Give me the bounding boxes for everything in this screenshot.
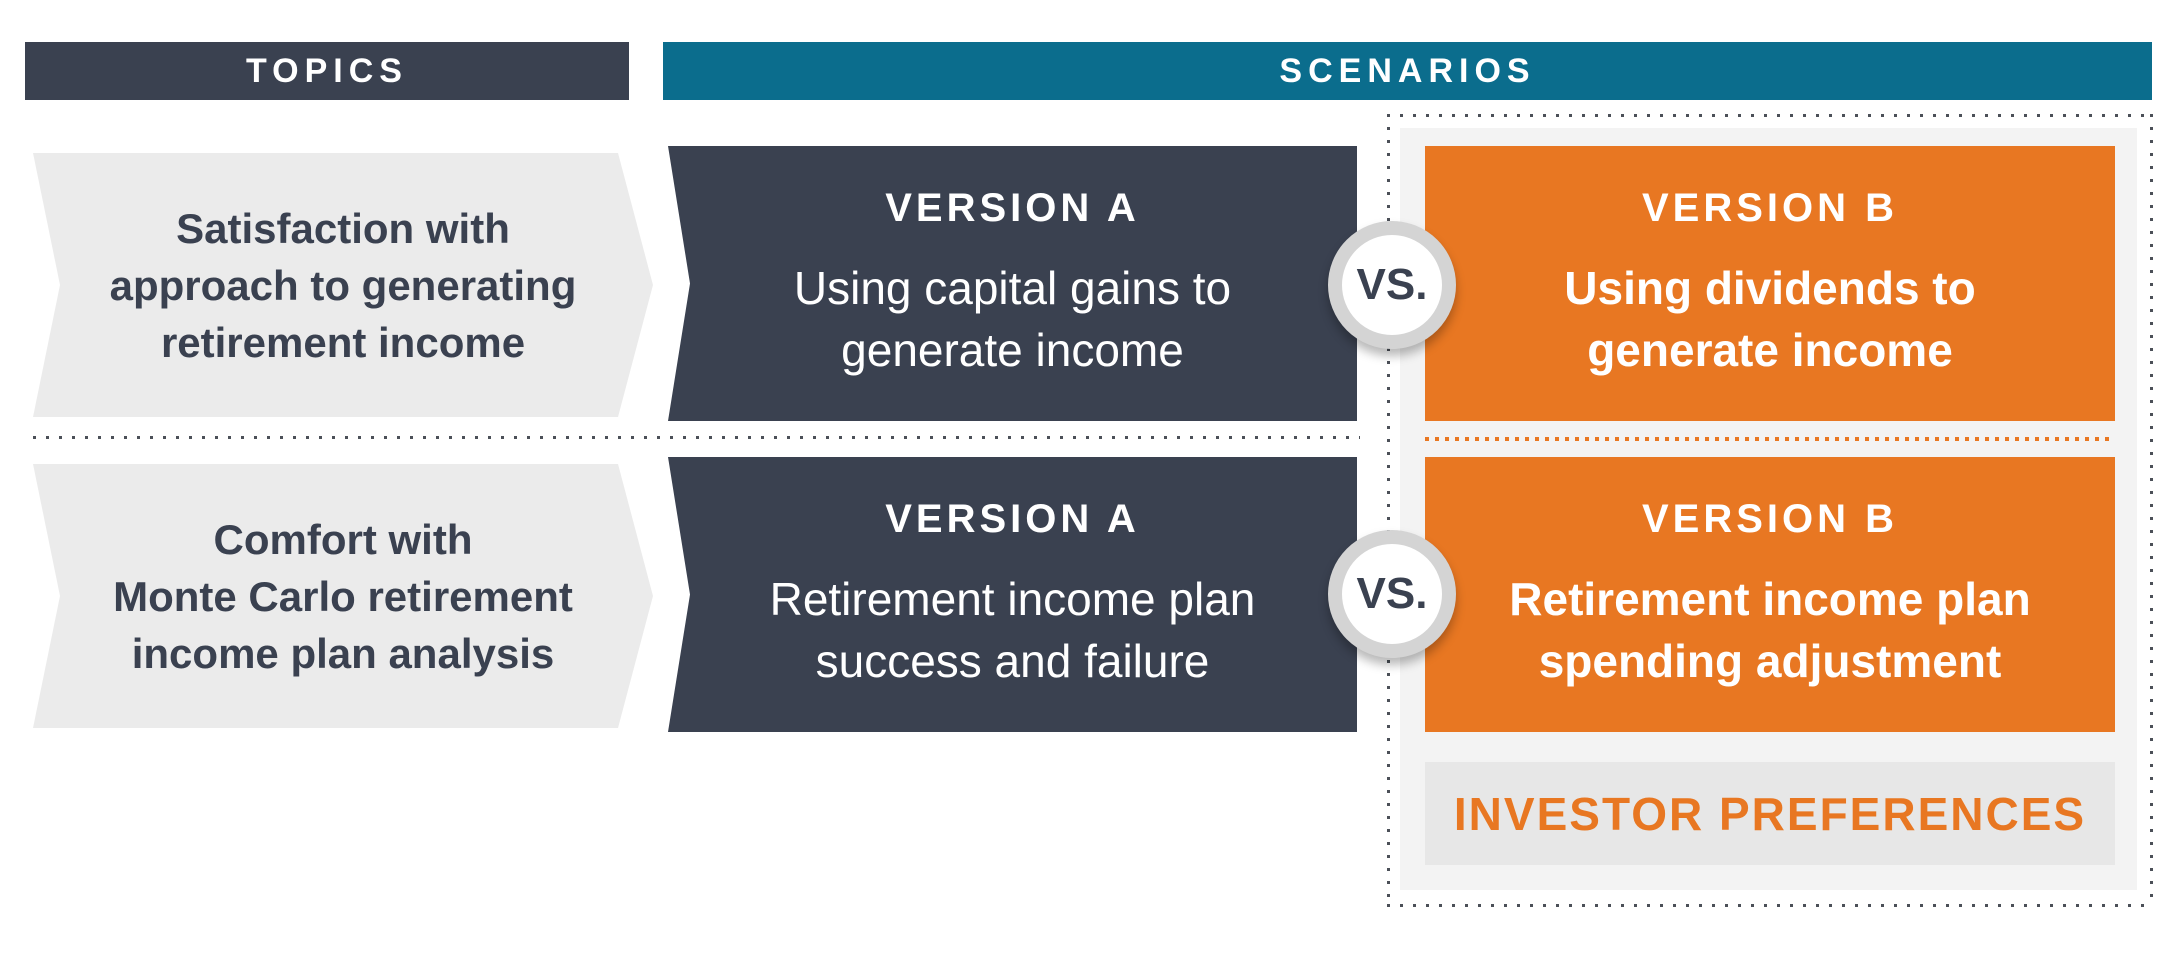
topic-row2-line1: Comfort with	[213, 515, 473, 563]
topics-header: TOPICS	[25, 42, 629, 100]
version-b-row1-body: Using dividends to generate income	[1564, 257, 1975, 381]
vs-badge-row1: VS.	[1328, 221, 1456, 349]
version-a-box-row2: VERSION A Retirement income plan success…	[668, 457, 1357, 732]
version-a-row1-heading: VERSION A	[885, 186, 1140, 230]
topic-arrow-row2: Comfort with Monte Carlo retirement inco…	[33, 464, 653, 728]
vs-badge-row2-label: VS.	[1356, 569, 1428, 618]
version-b-row1-line1: Using dividends to	[1564, 262, 1976, 314]
topic-arrow-row1: Satisfaction with approach to generating…	[33, 153, 653, 417]
topic-row2-line2: Monte Carlo retirement	[113, 572, 573, 620]
investor-preferences-label: INVESTOR PREFERENCES	[1453, 787, 2087, 840]
version-b-row2-heading: VERSION B	[1641, 497, 1899, 541]
version-a-box-row1: VERSION A Using capital gains to generat…	[668, 146, 1357, 421]
vs-badge-row1-label: VS.	[1356, 260, 1428, 309]
version-a-row1-body: Using capital gains to generate income	[794, 257, 1231, 381]
row-separator-dotted-orange	[1425, 437, 2115, 441]
version-a-row2-heading: VERSION A	[885, 497, 1140, 541]
topic-row1-line1: Satisfaction with	[176, 204, 510, 252]
version-a-row1-line2: generate income	[841, 324, 1184, 376]
investor-preferences-badge: INVESTOR PREFERENCES	[1425, 762, 2115, 865]
topic-row1-line2: approach to generating	[109, 261, 577, 309]
scenarios-header-label: SCENARIOS	[1279, 51, 1536, 90]
version-a-row1-line1: Using capital gains to	[793, 262, 1232, 314]
version-b-box-row1: VERSION B Using dividends to generate in…	[1425, 146, 2115, 421]
vs-badge-row2: VS.	[1328, 530, 1456, 658]
version-b-row2-line2: spending adjustment	[1538, 635, 2002, 687]
version-b-box-row2: VERSION B Retirement income plan spendin…	[1425, 457, 2115, 732]
topics-header-label: TOPICS	[246, 51, 408, 90]
version-a-row2-line1: Retirement income plan	[769, 573, 1256, 625]
version-a-row2-body: Retirement income plan success and failu…	[770, 568, 1256, 692]
version-b-row1-heading: VERSION B	[1641, 186, 1899, 230]
topic-row1-line3: retirement income	[160, 318, 526, 366]
topic-row2-line3: income plan analysis	[131, 629, 555, 677]
dotted-frame-top	[1387, 114, 2153, 117]
dotted-frame-left	[1387, 114, 1390, 907]
row-separator-dotted	[33, 436, 1360, 439]
version-b-row1-line2: generate income	[1587, 324, 1953, 376]
version-b-row2-line1: Retirement income plan	[1509, 573, 2031, 625]
version-b-row2-body: Retirement income plan spending adjustme…	[1509, 568, 2030, 692]
dotted-frame-right	[2150, 114, 2153, 907]
version-a-row2-line2: success and failure	[815, 635, 1210, 687]
scenarios-header: SCENARIOS	[663, 42, 2152, 100]
dotted-frame-bottom	[1387, 904, 2153, 907]
